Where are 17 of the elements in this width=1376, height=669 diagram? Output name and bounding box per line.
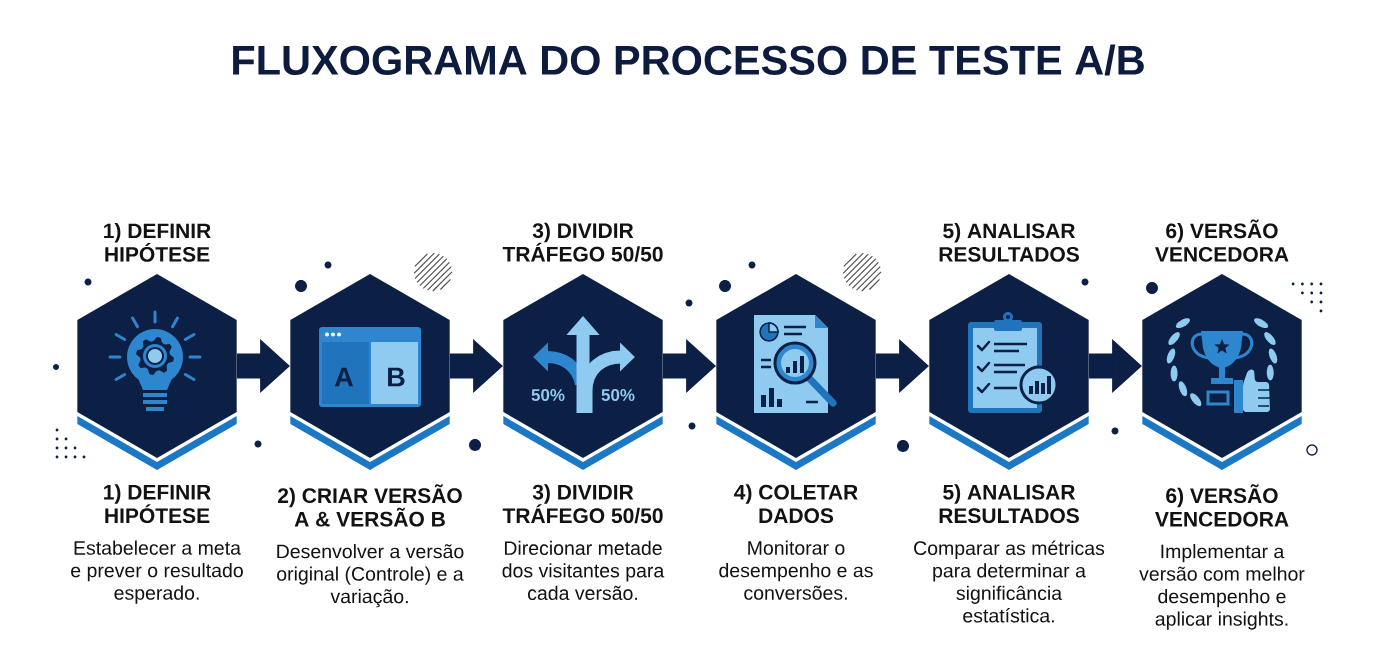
step-description: Estabelecer a meta e prever o resultado esperado. <box>71 540 243 604</box>
step-heading: 3) DIVIDIR TRÁFEGO 50/50 <box>502 222 663 262</box>
step-heading: 3) DIVIDIR TRÁFEGO 50/50 <box>502 484 663 524</box>
step-description: Monitorar o desempenho e as conversões. <box>719 540 873 600</box>
step-description: Direcionar metade dos visitantes para cada versão. <box>502 540 665 601</box>
step-heading: 5) ANALISAR RESULTADOS <box>939 484 1079 524</box>
step-description: Desenvolver a versão original (Controle) e a variação. <box>277 544 464 608</box>
step-heading: 4) COLETAR DADOS <box>734 484 858 524</box>
step-heading: 1) DEFINIR HIPÓTESE <box>104 222 211 262</box>
step-heading: 6) VERSÃO VENCEDORA <box>1155 484 1289 527</box>
title: FLUXOGRAMA DO PROCESSO DE TESTE A/B <box>233 44 1144 76</box>
step-description: Implementar a versão com melhor desempenho e aplicar insights. <box>1139 544 1305 630</box>
step-heading: 2) CRIAR VERSÃO A & VERSÃO B <box>277 484 462 527</box>
step-heading: 5) ANALISAR RESULTADOS <box>939 222 1079 262</box>
step-heading: 6) VERSÃO VENCEDORA <box>1155 219 1289 262</box>
step-description: Comparar as métricas para determinar a significância estatística. <box>914 540 1105 623</box>
step-heading: 1) DEFINIR HIPÓTESE <box>104 484 211 524</box>
